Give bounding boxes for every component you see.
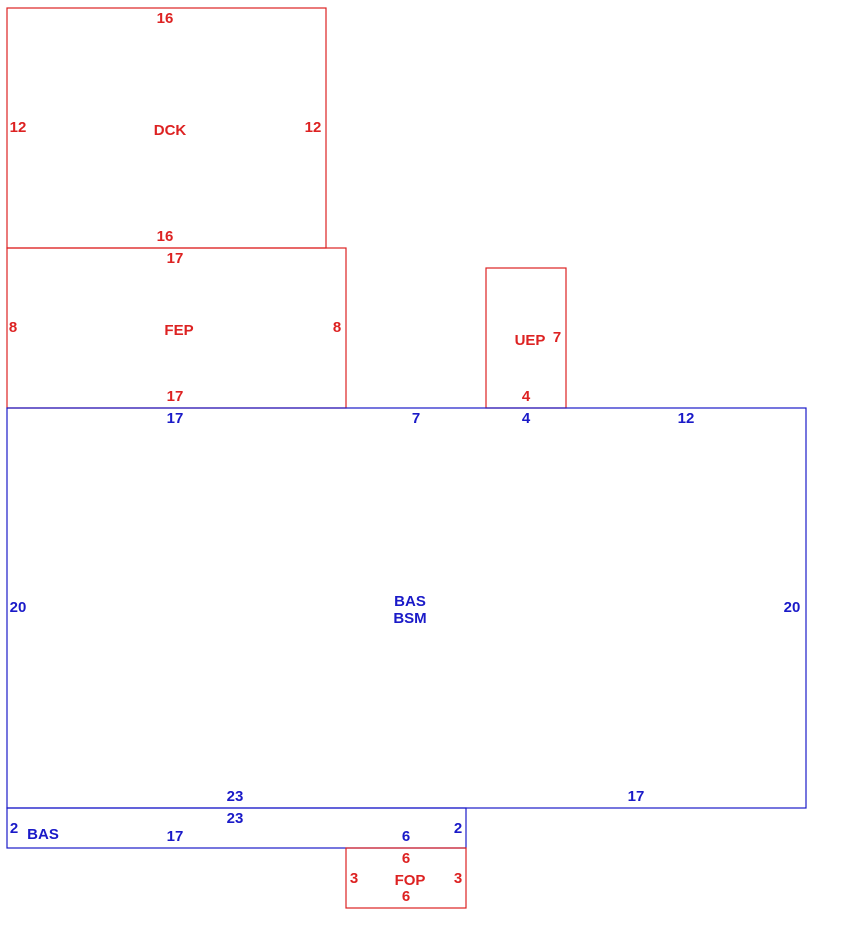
- fep-right-dimension: 8: [333, 319, 341, 336]
- bas-main-top-dimension-a: 17: [167, 410, 184, 427]
- bas-strip-left-dimension: 2: [10, 820, 18, 837]
- fop-area-label: FOP: [395, 872, 426, 889]
- bas-main-left-dimension: 20: [10, 599, 27, 616]
- fop-area-outline: [345, 847, 467, 909]
- fep-area-label: FEP: [164, 322, 193, 339]
- fep-top-dimension: 17: [167, 250, 184, 267]
- dck-top-dimension: 16: [157, 10, 174, 27]
- dck-bottom-dimension: 16: [157, 228, 174, 245]
- fop-left-dimension: 3: [350, 870, 358, 887]
- bas-main-top-dimension-c: 4: [522, 410, 531, 427]
- dck-left-dimension: 12: [10, 119, 27, 136]
- bas-strip-area-label: BAS: [27, 826, 59, 843]
- fop-bottom-dimension: 6: [402, 888, 410, 905]
- uep-side-dimension: 7: [553, 329, 561, 346]
- uep-area-label: UEP: [515, 332, 546, 349]
- bsm-area-label: BSM: [393, 610, 426, 627]
- bas-main-bottom-dimension-a: 23: [227, 788, 244, 805]
- bas-strip-bottom-dimension-a: 17: [167, 828, 184, 845]
- bas-strip-area-outline: [6, 807, 467, 849]
- fep-bottom-dimension: 17: [167, 388, 184, 405]
- bas-strip-top-dimension: 23: [227, 810, 244, 827]
- fep-left-dimension: 8: [9, 319, 17, 336]
- dck-area-label: DCK: [154, 122, 187, 139]
- fop-top-dimension: 6: [402, 850, 410, 867]
- bas-main-top-dimension-d: 12: [678, 410, 695, 427]
- bas-main-area-label: BAS: [394, 593, 426, 610]
- bas-main-bottom-dimension-b: 17: [628, 788, 645, 805]
- bas-strip-bottom-dimension-b: 6: [402, 828, 410, 845]
- uep-bottom-dimension: 4: [522, 388, 531, 405]
- bas-main-top-dimension-b: 7: [412, 410, 420, 427]
- bas-main-right-dimension: 20: [784, 599, 801, 616]
- bas-strip-right-dimension: 2: [454, 820, 462, 837]
- dck-right-dimension: 12: [305, 119, 322, 136]
- fop-right-dimension: 3: [454, 870, 462, 887]
